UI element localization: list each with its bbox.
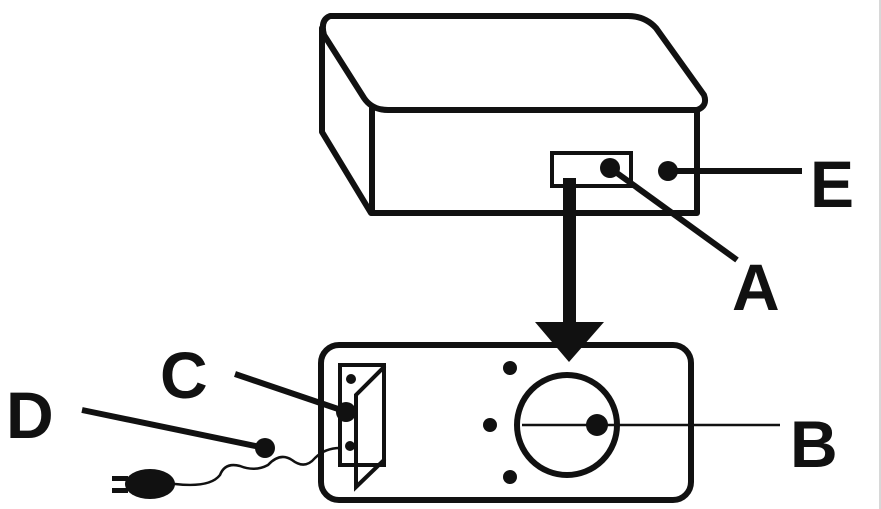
switch-dot-top <box>346 374 356 384</box>
right-edge-border <box>879 0 881 509</box>
device-port-panel <box>550 151 633 188</box>
label-d: D <box>6 378 54 452</box>
callout-line-c <box>234 371 348 415</box>
callout-line-a <box>608 165 739 263</box>
label-c: C <box>160 338 208 412</box>
label-e: E <box>810 147 854 221</box>
panel-screw-top <box>503 361 517 375</box>
power-plug-icon <box>112 469 175 499</box>
wall-panel <box>318 342 694 503</box>
callout-line-d <box>81 407 266 451</box>
device-box <box>319 13 709 216</box>
connector-b-dot <box>586 414 608 436</box>
switch-dot-bottom <box>345 441 355 451</box>
port-a-dot <box>600 158 620 178</box>
label-b: B <box>790 407 838 481</box>
cord-d-dot <box>255 438 275 458</box>
power-cord <box>173 446 342 487</box>
panel-screw-bottom <box>503 470 517 484</box>
connection-arrow <box>535 178 604 362</box>
indicator-e-dot <box>658 161 678 181</box>
switch-c-dot <box>336 402 356 422</box>
label-a: A <box>732 250 780 324</box>
wall-switch <box>338 363 386 492</box>
panel-screw-mid <box>483 418 497 432</box>
